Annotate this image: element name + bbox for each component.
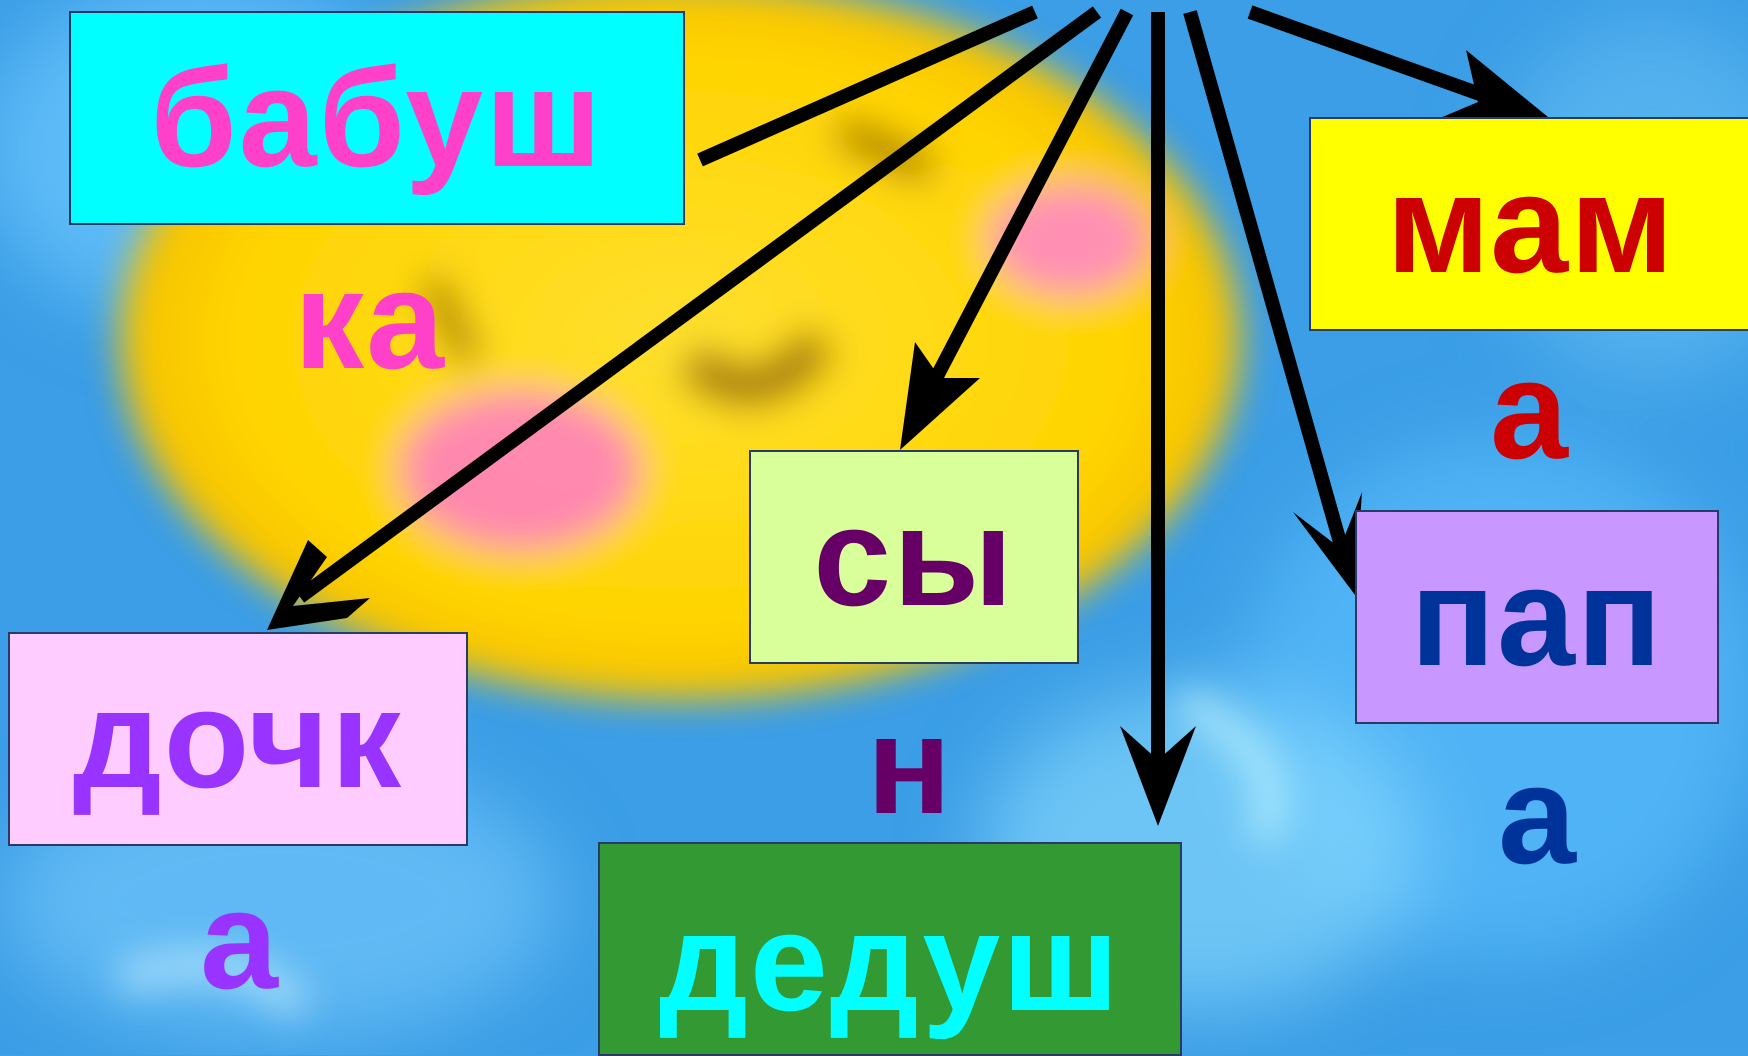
word-box-dochka: дочк — [8, 632, 468, 846]
word-dochka-part2: а — [200, 861, 280, 1018]
word-box-syn: сы — [749, 450, 1079, 664]
arrow-to-babushka — [697, 5, 1038, 167]
word-box-mama: мам — [1309, 117, 1748, 331]
arrowhead-mama — [1440, 50, 1548, 118]
arrowhead-dochka — [267, 540, 370, 630]
arrowhead-papa — [1293, 492, 1362, 595]
arrow-to-dochka — [295, 6, 1102, 603]
arrow-to-papa — [1183, 10, 1352, 562]
word-babushka-part1: бабуш — [150, 39, 604, 196]
word-dedushka-part1: дедуш — [659, 883, 1121, 1040]
word-box-papa: пап — [1355, 510, 1719, 724]
word-syn-part1: сы — [813, 478, 1015, 635]
word-box-dedushka: дедуш — [598, 842, 1182, 1056]
arrowhead-dedushka — [1120, 726, 1196, 826]
word-box-babushka: бабуш — [69, 11, 685, 225]
arrowhead-syn — [900, 342, 980, 450]
word-papa-part1: пап — [1410, 538, 1664, 695]
word-dochka-part1: дочк — [72, 660, 404, 817]
word-mama-part2: а — [1490, 331, 1570, 488]
arrow-to-mama — [1247, 5, 1508, 110]
word-papa-part2: а — [1498, 736, 1578, 893]
word-mama-part1: мам — [1386, 145, 1676, 302]
word-syn-part2: н — [866, 686, 954, 843]
arrow-to-syn — [915, 8, 1134, 409]
word-babushka-part2: ка — [294, 241, 446, 398]
